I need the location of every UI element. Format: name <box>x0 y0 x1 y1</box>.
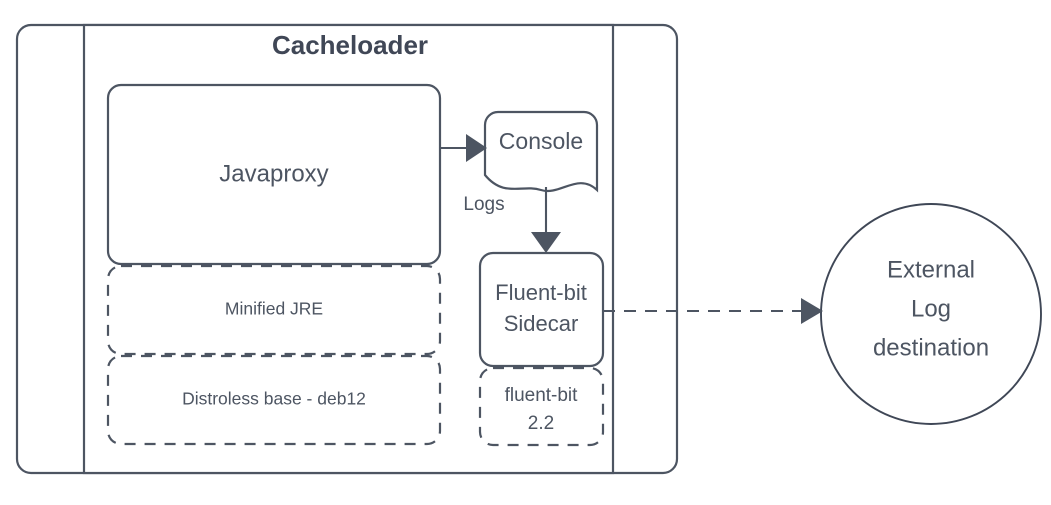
node-external-log-destination-label-line3: destination <box>873 334 989 361</box>
node-javaproxy[interactable] <box>108 85 440 264</box>
edge-logs-label: Logs <box>463 194 504 215</box>
node-minified-jre[interactable] <box>108 266 440 354</box>
cacheloader-container-border <box>82 23 615 475</box>
node-external-log-destination-label-line1: External <box>887 256 975 283</box>
node-external-log-destination-label-line2: Log <box>911 295 951 322</box>
node-fluent-bit-version-label-line1: fluent-bit <box>505 385 579 406</box>
node-javaproxy-border <box>106 83 442 266</box>
node-minified-jre-border <box>106 264 442 356</box>
edge-console-to-fluent-bit-sidecar-arrowhead <box>531 232 561 253</box>
node-fluent-bit-version[interactable] <box>480 368 603 445</box>
node-fluent-bit-sidecar[interactable] <box>480 253 603 366</box>
node-console[interactable] <box>485 112 597 191</box>
node-console-label: Console <box>499 128 583 154</box>
node-distroless-base-border <box>106 354 442 446</box>
page-title: Cacheloader <box>272 30 428 60</box>
node-external-log-destination[interactable] <box>821 204 1041 424</box>
node-minified-jre-label: Minified JRE <box>225 299 323 319</box>
node-external-log-destination-border <box>820 203 1042 425</box>
node-fluent-bit-version-border <box>478 366 605 447</box>
node-console-border <box>483 110 599 193</box>
node-fluent-bit-sidecar-label-line2: Sidecar <box>504 311 579 336</box>
node-fluent-bit-sidecar-label-line1: Fluent-bit <box>495 280 587 305</box>
node-fluent-bit-sidecar-border <box>478 251 605 368</box>
node-javaproxy-label: Javaproxy <box>219 160 328 187</box>
edge-fluent-bit-to-external-arrowhead <box>801 298 823 324</box>
node-distroless-base-label: Distroless base - deb12 <box>182 389 366 409</box>
node-fluent-bit-version-label-line2: 2.2 <box>528 413 554 434</box>
edge-javaproxy-to-console-arrowhead <box>466 134 487 162</box>
node-distroless-base[interactable] <box>108 356 440 444</box>
